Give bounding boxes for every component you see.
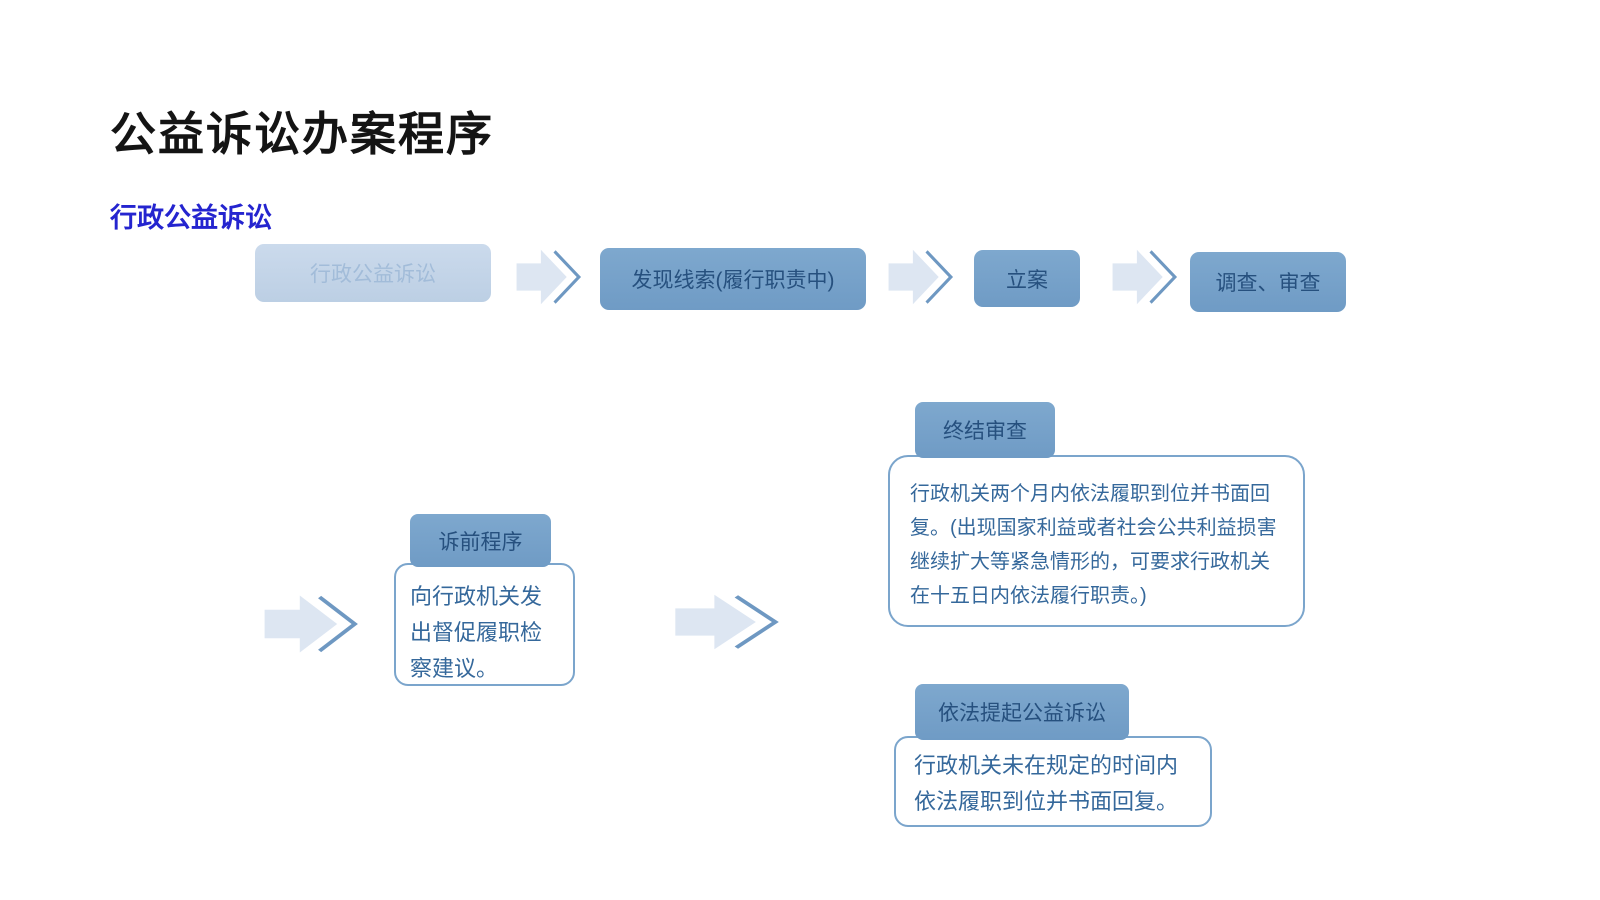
flow-step-investigate: 调查、审查 — [1190, 252, 1346, 312]
file-lawsuit-panel: 行政机关未在规定的时间内依法履职到位并书面回复。 — [894, 736, 1212, 827]
section-subtitle: 行政公益诉讼 — [110, 203, 272, 233]
closing-review-panel: 行政机关两个月内依法履职到位并书面回复。(出现国家利益或者社会公共利益损害继续扩… — [888, 455, 1305, 627]
page-title: 公益诉讼办案程序 — [110, 108, 494, 160]
closing-review-header: 终结审查 — [915, 402, 1055, 458]
file-lawsuit-header: 依法提起公益诉讼 — [915, 684, 1129, 740]
flow-arrow-icon — [512, 237, 588, 317]
flow-arrow-icon — [258, 582, 368, 666]
flow-step-start: 行政公益诉讼 — [255, 244, 491, 302]
flow-step-find-clue: 发现线索(履行职责中) — [600, 248, 866, 310]
pretrial-header: 诉前程序 — [410, 514, 551, 567]
flow-arrow-icon — [668, 582, 790, 662]
flow-arrow-icon — [884, 237, 960, 317]
flow-step-file-case: 立案 — [974, 250, 1080, 307]
pretrial-panel: 向行政机关发出督促履职检察建议。 — [394, 563, 575, 686]
flow-arrow-icon — [1108, 237, 1184, 317]
